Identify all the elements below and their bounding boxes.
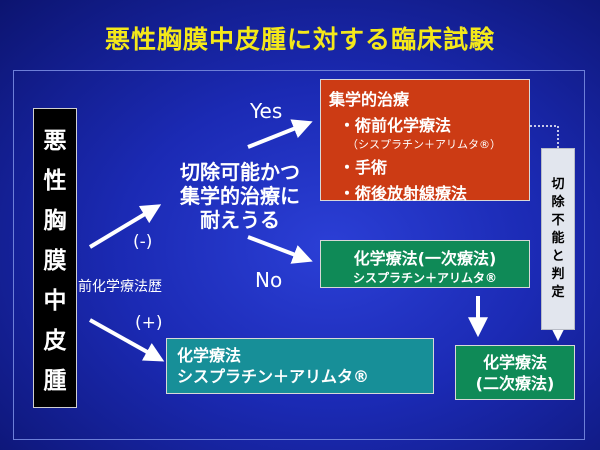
disease-box: 悪 性 胸 膜 中 皮 腫 (33, 108, 77, 408)
multimodal-heading: 集学的治療 (329, 90, 410, 109)
judgement-char: 能 (551, 231, 565, 246)
judgement-char: 定 (551, 285, 565, 300)
arrow-to-pretreated (89, 318, 165, 362)
disease-char: 腫 (43, 368, 67, 394)
question-line: 集学的治療に (180, 184, 300, 208)
negative-label: (-) (133, 232, 153, 252)
question-line: 耐えうる (200, 208, 280, 232)
eligibility-question: 切除可能かつ 集学的治療に 耐えうる (160, 160, 320, 232)
arrow-to-question (88, 204, 162, 249)
first-line-chemo-box: 化学療法(一次療法) シスプラチン＋アリムタ® (320, 240, 530, 288)
judgement-char: 不 (551, 213, 565, 228)
disease-char: 胸 (43, 208, 67, 234)
judgement-char: と (551, 249, 565, 264)
first-line-sub: シスプラチン＋アリムタ® (352, 271, 497, 285)
arrow-no (247, 235, 313, 264)
disease-char: 悪 (43, 128, 67, 154)
disease-char: 性 (43, 168, 67, 194)
disease-char: 皮 (43, 328, 67, 354)
multimodal-item: ・手術 (339, 158, 388, 177)
pretreated-text: シスプラチン＋アリムタ® (177, 367, 370, 386)
second-line-text: (二次療法) (475, 374, 555, 393)
prior-chemo-label: 前化学療法歴 (78, 279, 162, 295)
arrow-yes (247, 119, 313, 149)
no-label: No (255, 268, 283, 292)
multimodal-item: ・術前化学療法 (339, 116, 452, 135)
judgement-box: 切 除 不 能 と 判 定 (541, 148, 575, 330)
disease-char: 中 (43, 288, 67, 314)
multimodal-item-sub: （シスプラチン＋アリムタ®） (347, 138, 501, 151)
positive-label: (+) (135, 313, 163, 333)
pretreated-text: 化学療法 (177, 346, 242, 365)
disease-char: 膜 (43, 248, 67, 274)
judgement-char: 切 (551, 177, 565, 192)
judgement-char: 判 (551, 267, 565, 282)
first-line-heading: 化学療法(一次療法) (353, 249, 497, 268)
second-line-text: 化学療法 (482, 353, 547, 372)
multimodal-box: 集学的治療 ・術前化学療法 （シスプラチン＋アリムタ®） ・手術 ・術後放射線療… (320, 79, 530, 203)
judgement-char: 除 (551, 195, 565, 210)
multimodal-item: ・術後放射線療法 (339, 184, 468, 203)
pretreated-chemo-box: 化学療法 シスプラチン＋アリムタ® (166, 338, 434, 394)
page-title: 悪性胸膜中皮腫に対する臨床試験 (104, 25, 495, 54)
second-line-chemo-box: 化学療法 (二次療法) (455, 345, 575, 400)
diagram-frame (13, 70, 585, 440)
yes-label: Yes (250, 99, 283, 123)
question-line: 切除可能かつ (180, 160, 300, 184)
